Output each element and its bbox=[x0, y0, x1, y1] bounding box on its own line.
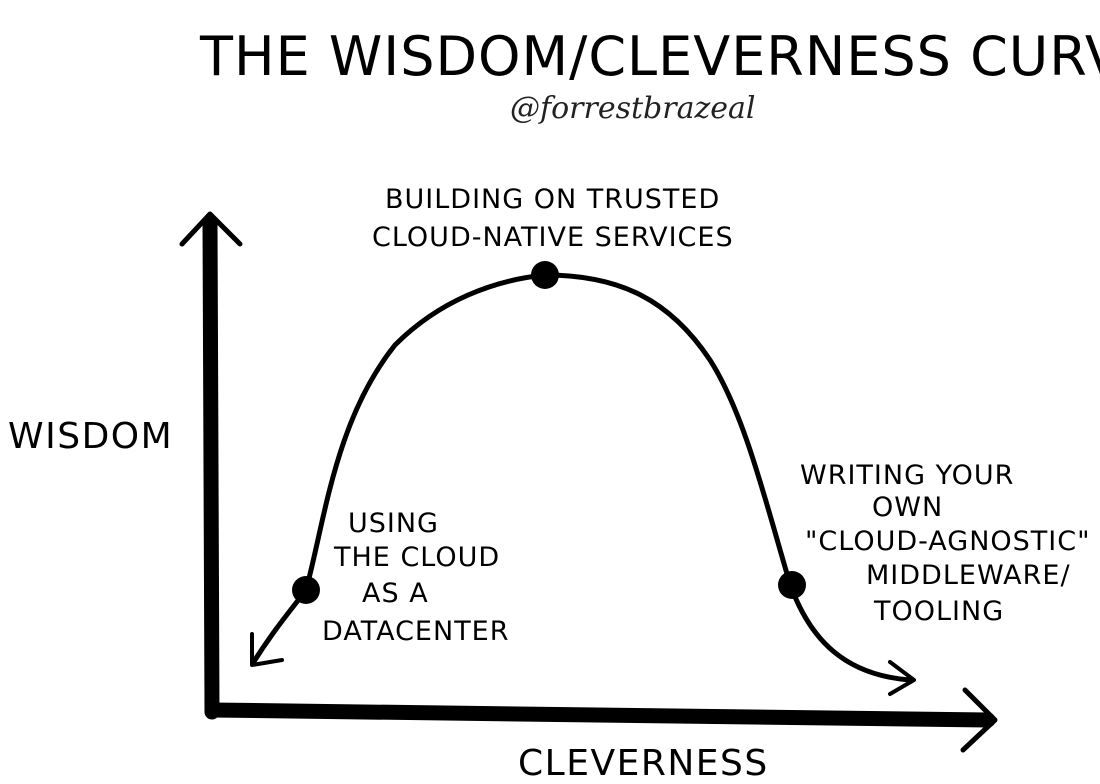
x-axis-arrowhead bbox=[960, 687, 998, 753]
left-annotation-line-1: USING bbox=[348, 508, 439, 539]
right-point bbox=[778, 571, 806, 599]
right-annotation-line-2: OWN bbox=[872, 492, 943, 523]
x-axis bbox=[204, 687, 998, 753]
diagram-title: THE WISDOM/CLEVERNESS CURVE bbox=[199, 25, 1100, 88]
x-axis-line bbox=[204, 702, 996, 728]
y-axis bbox=[179, 211, 243, 720]
left-annotation-line-4: DATACENTER bbox=[322, 616, 510, 647]
curve-left-arrowhead bbox=[250, 632, 284, 667]
y-axis-arrowhead bbox=[179, 211, 243, 247]
curve-right-arrowhead bbox=[888, 660, 916, 696]
peak-annotation-line-2: CLOUD-NATIVE SERVICES bbox=[372, 222, 734, 253]
y-axis-line bbox=[202, 214, 220, 720]
peak-annotation-line-1: BUILDING ON TRUSTED bbox=[385, 184, 720, 215]
left-annotation-line-2: THE CLOUD bbox=[333, 542, 500, 573]
right-annotation-line-3: "CLOUD-AGNOSTIC" bbox=[805, 526, 1091, 557]
peak-annotation: BUILDING ON TRUSTED CLOUD-NATIVE SERVICE… bbox=[372, 184, 734, 253]
right-annotation: WRITING YOUR OWN "CLOUD-AGNOSTIC" MIDDLE… bbox=[800, 460, 1091, 627]
left-point bbox=[292, 576, 320, 604]
author-handle: @forrestbrazeal bbox=[510, 91, 756, 126]
right-annotation-line-5: TOOLING bbox=[873, 596, 1004, 627]
right-annotation-line-1: WRITING YOUR bbox=[800, 460, 1014, 491]
x-axis-label: CLEVERNESS bbox=[518, 743, 769, 784]
left-annotation-line-3: AS A bbox=[362, 578, 429, 609]
left-annotation: USING THE CLOUD AS A DATACENTER bbox=[322, 508, 510, 647]
peak-point bbox=[531, 261, 559, 289]
right-annotation-line-4: MIDDLEWARE/ bbox=[866, 560, 1071, 591]
y-axis-label: WISDOM bbox=[8, 416, 173, 457]
